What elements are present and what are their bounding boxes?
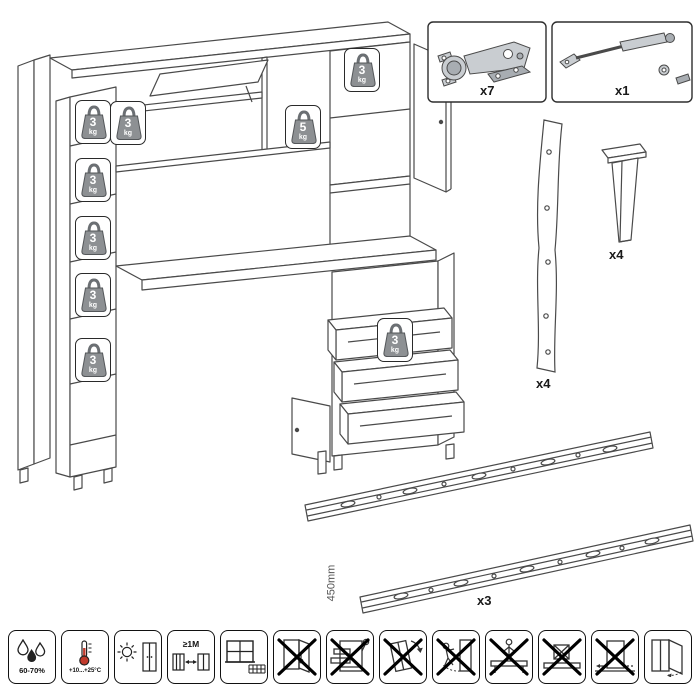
- no-standing-on-top-icon: [489, 638, 529, 676]
- badge-value: 3: [89, 173, 97, 187]
- no-slamming-door-icon: [436, 638, 476, 676]
- badge-unit: kg: [88, 367, 98, 374]
- weight-icon: [116, 106, 142, 140]
- care-icon-label: +10...+25°C: [68, 668, 102, 674]
- hinge-part: [427, 21, 547, 103]
- badge-value: 3: [358, 63, 366, 77]
- care-icon-temperature: +10...+25°C: [61, 630, 109, 684]
- trim-panel-icon: [536, 119, 563, 373]
- weight-icon: [291, 110, 317, 144]
- no-climbing-drawers-icon: [330, 638, 370, 676]
- hinge-quantity-label: x7: [480, 83, 495, 98]
- weight-icon: [81, 343, 107, 377]
- no-hanging-on-door-icon: [277, 638, 317, 676]
- slides-quantity-label: x3: [477, 593, 492, 608]
- badge-value: 3: [89, 353, 97, 367]
- window-icon: [225, 640, 266, 674]
- distance-icon: [172, 653, 210, 671]
- care-icon-open-gently: [644, 630, 692, 684]
- care-icon-no-dragging: [591, 630, 639, 684]
- weight-icon: [81, 105, 107, 139]
- weight-capacity-badge: 3 kg: [110, 101, 146, 145]
- badge-value: 3: [391, 333, 399, 347]
- badge-unit: kg: [88, 245, 98, 252]
- badge-unit: kg: [88, 302, 98, 309]
- weight-capacity-badge: 3 kg: [377, 318, 413, 362]
- care-icon-no-heavy-load: [538, 630, 586, 684]
- weight-capacity-badge: 3 kg: [75, 216, 111, 260]
- weight-icon: [81, 221, 107, 255]
- badge-value: 3: [89, 231, 97, 245]
- water-drops-icon: [17, 639, 46, 663]
- badge-unit: kg: [298, 134, 308, 141]
- trim-panel-quantity-label: x4: [536, 376, 551, 391]
- sun-icon: [117, 642, 157, 672]
- weight-icon: [383, 323, 409, 357]
- badge-value: 3: [89, 115, 97, 129]
- leg-icon: [601, 143, 647, 243]
- badge-value: 3: [124, 116, 132, 130]
- drawer-slides-icon: [304, 431, 694, 614]
- weight-capacity-badge: 3 kg: [75, 338, 111, 382]
- leg-quantity-label: x4: [609, 247, 624, 262]
- open-door-icon: [651, 638, 683, 677]
- care-icon-no-hanging: [273, 630, 321, 684]
- badge-unit: kg: [88, 187, 98, 194]
- care-icon-no-tipping: [379, 630, 427, 684]
- no-heavy-objects-icon: [542, 638, 582, 676]
- badge-unit: kg: [123, 130, 133, 137]
- lid-stay-part: [551, 21, 693, 103]
- no-dragging-icon: [595, 638, 635, 676]
- thermometer-icon: [79, 640, 92, 666]
- weight-capacity-badge: 3 kg: [75, 158, 111, 202]
- care-icon-avoid-sunlight: [114, 630, 162, 684]
- badge-unit: kg: [88, 129, 98, 136]
- care-icon-label: ≥1M: [182, 639, 200, 650]
- care-icon-label: 60-70%: [19, 666, 45, 676]
- weight-icon: [81, 278, 107, 312]
- care-icon-no-standing: [485, 630, 533, 684]
- badge-unit: kg: [390, 347, 400, 354]
- hinge-icon: [437, 41, 532, 87]
- weight-capacity-badge: 5 kg: [285, 105, 321, 149]
- weight-icon: [350, 53, 376, 87]
- weight-capacity-badge: 3 kg: [75, 273, 111, 317]
- badge-unit: kg: [357, 77, 367, 84]
- badge-value: 5: [299, 120, 307, 134]
- weight-capacity-badge: 3 kg: [75, 100, 111, 144]
- slide-length-label: 450mm: [325, 564, 337, 602]
- badge-value: 3: [89, 288, 97, 302]
- weight-icon: [81, 163, 107, 197]
- lid-stay-icon: [559, 32, 691, 85]
- care-icon-humidity: 60-70%: [8, 630, 56, 684]
- weight-capacity-badge: 3 kg: [344, 48, 380, 92]
- care-icon-no-climbing: [326, 630, 374, 684]
- care-icon-no-slamming: [432, 630, 480, 684]
- lid-stay-quantity-label: x1: [615, 83, 630, 98]
- no-tipping-icon: [383, 638, 423, 676]
- care-icon-ventilation: [220, 630, 268, 684]
- care-icon-heat-distance: ≥1M: [167, 630, 215, 684]
